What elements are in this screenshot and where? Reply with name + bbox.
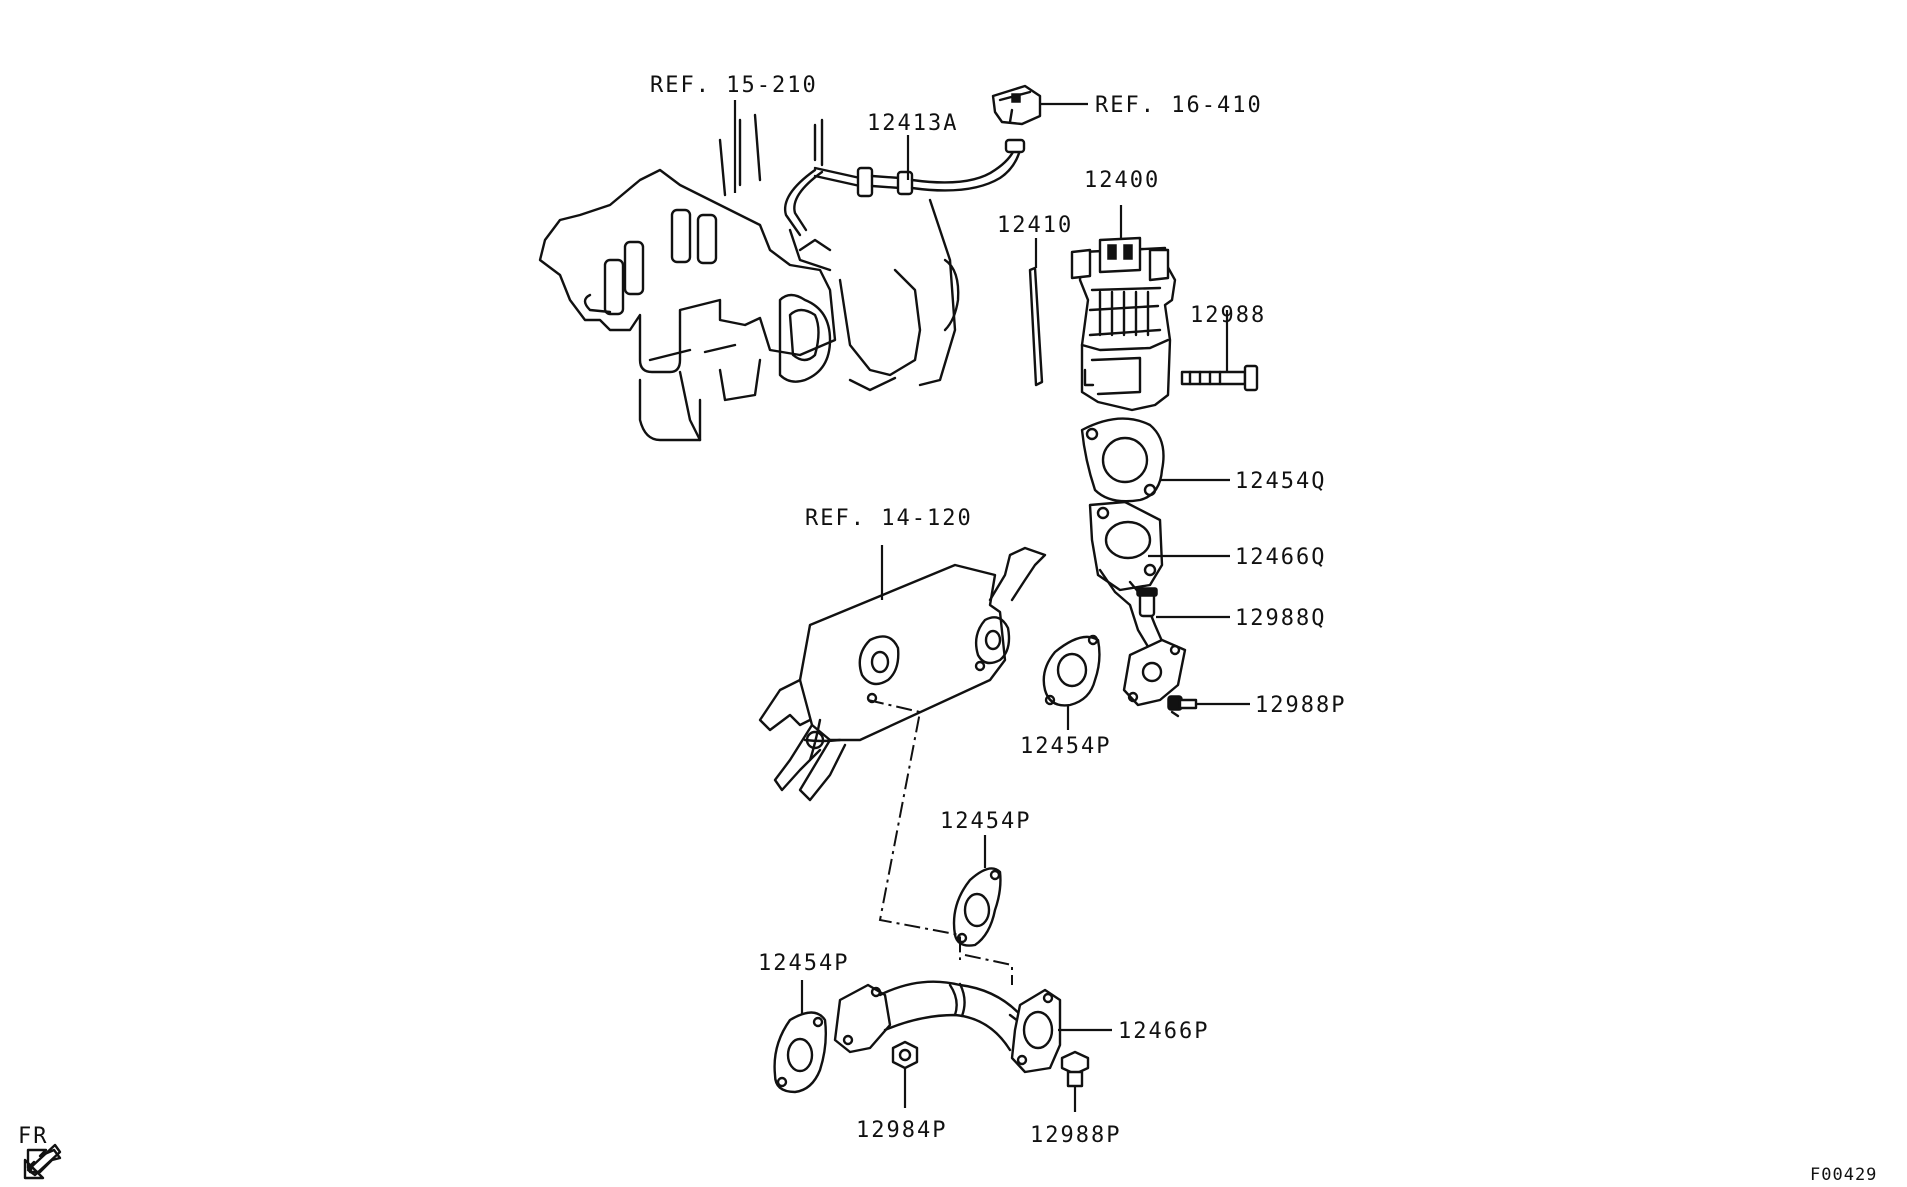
bolt-12988 bbox=[1180, 364, 1259, 392]
label-12400: 12400 bbox=[1084, 168, 1160, 193]
label-12454P-cooler: 12454P bbox=[1020, 734, 1111, 759]
label-ref-14-120: REF. 14-120 bbox=[805, 506, 973, 531]
hose-12413A bbox=[783, 138, 1026, 237]
label-12984P: 12984P bbox=[856, 1118, 947, 1143]
pressure-sensor bbox=[991, 84, 1042, 126]
label-12454P-mid: 12454P bbox=[940, 809, 1031, 834]
label-12413A: 12413A bbox=[867, 111, 958, 136]
label-ref-15-210: REF. 15-210 bbox=[650, 73, 818, 98]
pipe-12466P bbox=[833, 980, 1062, 1074]
label-fr: FR bbox=[18, 1124, 49, 1149]
nut-12984P bbox=[891, 1040, 919, 1070]
label-12988Q: 12988Q bbox=[1235, 606, 1326, 631]
label-12454Q: 12454Q bbox=[1235, 469, 1326, 494]
pipe-12466Q bbox=[1088, 500, 1187, 707]
label-12466P: 12466P bbox=[1118, 1019, 1209, 1044]
label-12454P-lower: 12454P bbox=[758, 951, 849, 976]
intake-manifold bbox=[538, 113, 960, 442]
label-ref-16-410: REF. 16-410 bbox=[1095, 93, 1263, 118]
fr-arrow-icon bbox=[23, 1143, 62, 1180]
bolt-12988P-upper bbox=[1167, 695, 1198, 718]
egr-valve-12400 bbox=[1070, 236, 1177, 412]
gasket-12454P-cooler bbox=[1042, 634, 1101, 707]
label-12466Q: 12466Q bbox=[1235, 545, 1326, 570]
gasket-12454P-lower bbox=[773, 1011, 828, 1094]
bolt-12988Q bbox=[1136, 587, 1158, 618]
label-12988: 12988 bbox=[1190, 303, 1266, 328]
egr-cooler bbox=[758, 546, 1047, 802]
alignment-dashed-line bbox=[867, 699, 1013, 985]
figure-code: F00429 bbox=[1810, 1165, 1877, 1185]
gasket-12410 bbox=[1028, 266, 1044, 387]
gasket-12454Q bbox=[1080, 417, 1165, 503]
label-12988P-upper: 12988P bbox=[1255, 693, 1346, 718]
gasket-12454P-mid bbox=[952, 867, 1002, 947]
label-12988P-lower: 12988P bbox=[1030, 1123, 1121, 1148]
label-12410: 12410 bbox=[997, 213, 1073, 238]
bolt-12988P-lower bbox=[1060, 1050, 1090, 1088]
